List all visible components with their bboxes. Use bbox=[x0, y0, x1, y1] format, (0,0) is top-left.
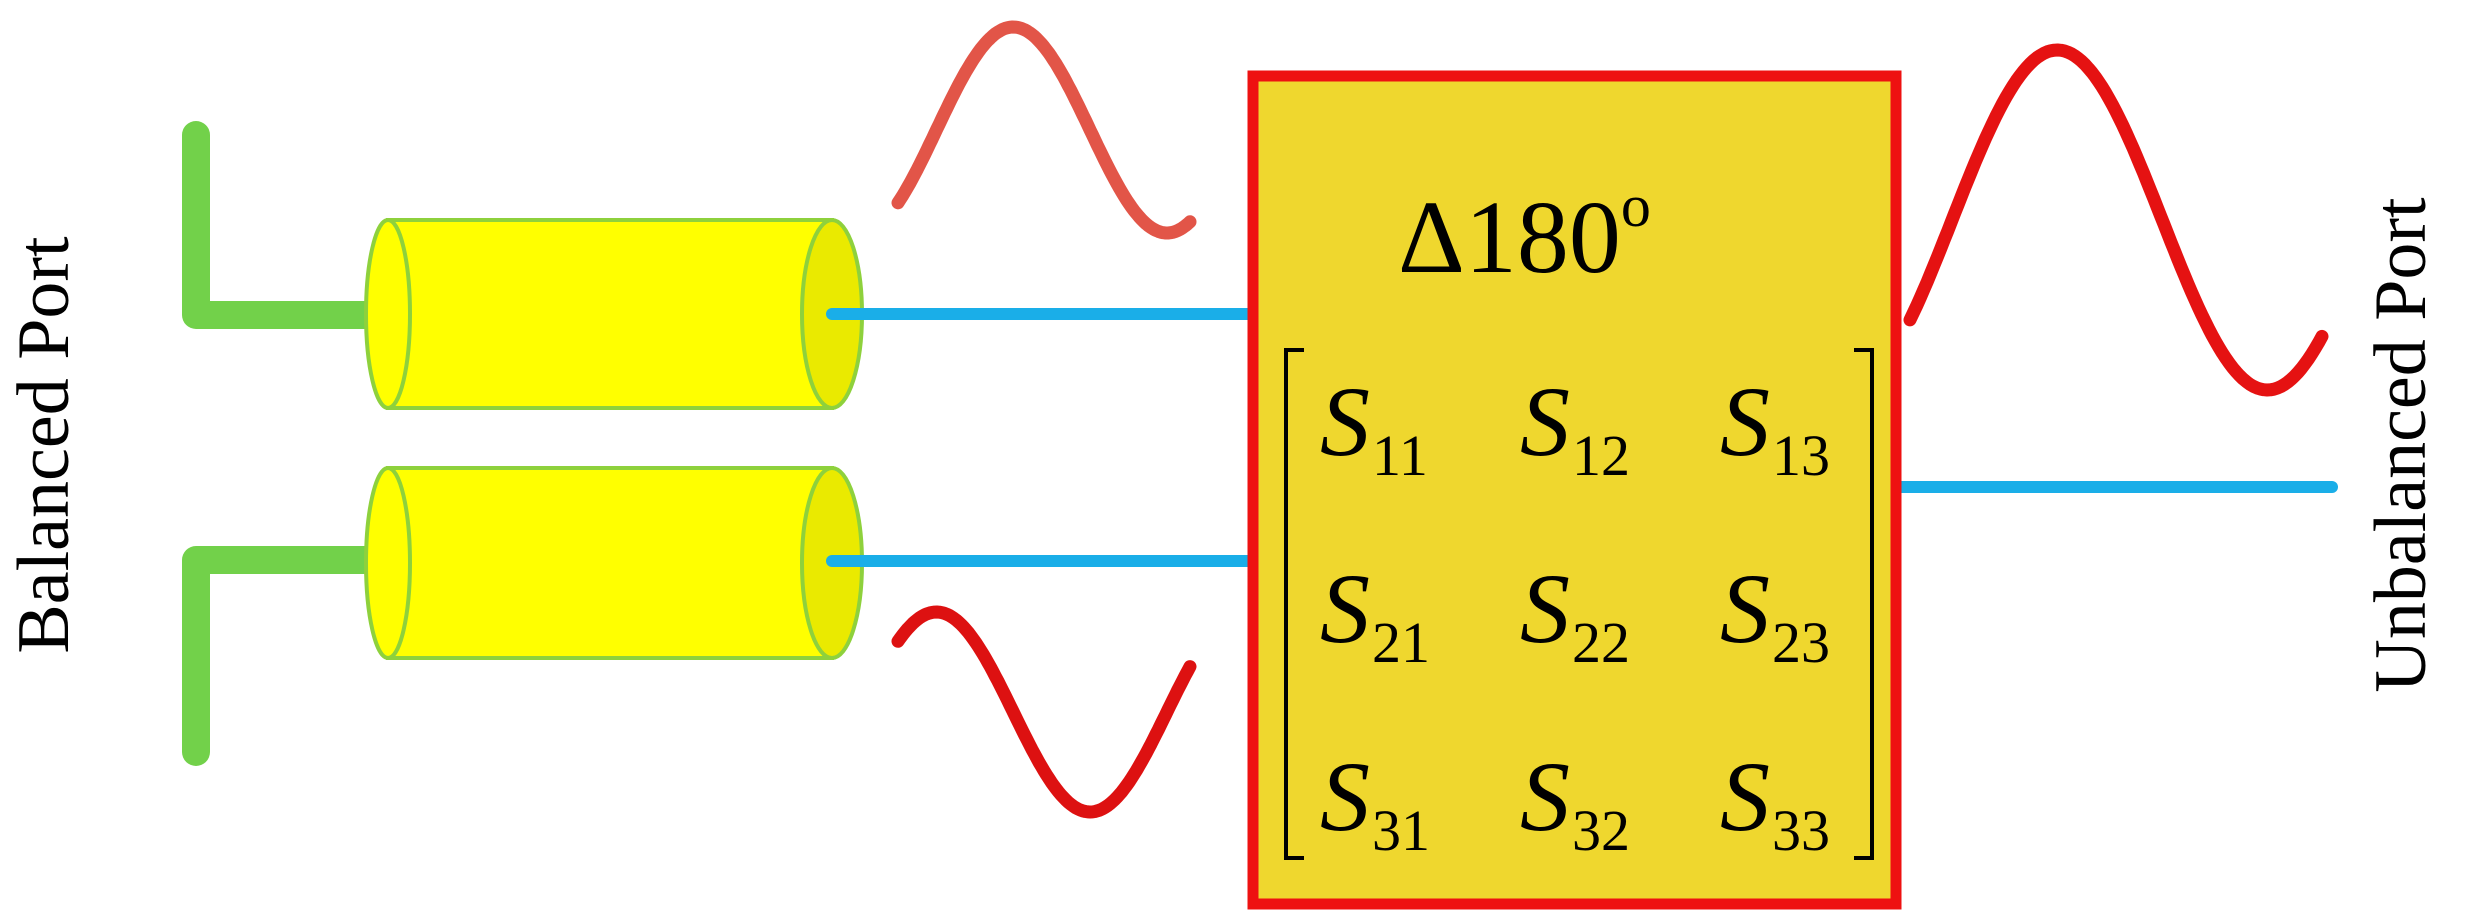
matrix-entry-s13: S13 bbox=[1720, 366, 1830, 488]
matrix-entry-s32: S32 bbox=[1520, 741, 1630, 863]
matrix-entry-s22: S22 bbox=[1520, 553, 1630, 675]
matrix-entry-subscript: 22 bbox=[1572, 610, 1630, 675]
matrix-entry-s21: S21 bbox=[1320, 553, 1430, 675]
phase-shift-label: Δ180o bbox=[1398, 173, 1651, 295]
bottom-left-sine-wave bbox=[891, 605, 1197, 819]
matrix-entry-letter: S bbox=[1720, 366, 1770, 477]
matrix-entry-letter: S bbox=[1520, 741, 1570, 852]
matrix-entry-subscript: 32 bbox=[1572, 798, 1630, 863]
top-coax-cylinder bbox=[364, 218, 864, 410]
degree-superscript: o bbox=[1621, 173, 1651, 239]
matrix-entry-s23: S23 bbox=[1720, 553, 1830, 675]
matrix-entry-subscript: 21 bbox=[1372, 610, 1430, 675]
balun-block bbox=[1247, 70, 1902, 910]
top-lead bbox=[182, 121, 402, 329]
matrix-entry-subscript: 23 bbox=[1772, 610, 1830, 675]
matrix-entry-letter: S bbox=[1520, 553, 1570, 664]
matrix-entry-subscript: 31 bbox=[1372, 798, 1430, 863]
phase-shift-text: Δ180 bbox=[1398, 180, 1621, 295]
bottom-lead bbox=[182, 546, 402, 766]
matrix-left-bracket bbox=[1284, 348, 1304, 860]
matrix-entry-letter: S bbox=[1320, 741, 1370, 852]
matrix-right-bracket bbox=[1854, 348, 1874, 860]
right-sine-wave bbox=[1903, 43, 2329, 397]
matrix-entry-s11: S11 bbox=[1320, 366, 1428, 488]
top-left-sine-wave bbox=[891, 20, 1197, 240]
matrix-entry-letter: S bbox=[1720, 553, 1770, 664]
matrix-entry-letter: S bbox=[1320, 553, 1370, 664]
bottom-coax-cylinder bbox=[364, 466, 864, 660]
matrix-entry-s12: S12 bbox=[1520, 366, 1630, 488]
matrix-entry-subscript: 33 bbox=[1772, 798, 1830, 863]
matrix-entry-subscript: 12 bbox=[1572, 423, 1630, 488]
matrix-entry-subscript: 11 bbox=[1372, 423, 1428, 488]
matrix-entry-letter: S bbox=[1720, 741, 1770, 852]
matrix-entry-letter: S bbox=[1520, 366, 1570, 477]
matrix-entry-subscript: 13 bbox=[1772, 423, 1830, 488]
matrix-entry-letter: S bbox=[1320, 366, 1370, 477]
matrix-entry-s33: S33 bbox=[1720, 741, 1830, 863]
unbalanced-port-label: Unbalanced Port bbox=[2360, 197, 2442, 693]
balanced-port-label: Balanced Port bbox=[3, 236, 85, 654]
matrix-entry-s31: S31 bbox=[1320, 741, 1430, 863]
